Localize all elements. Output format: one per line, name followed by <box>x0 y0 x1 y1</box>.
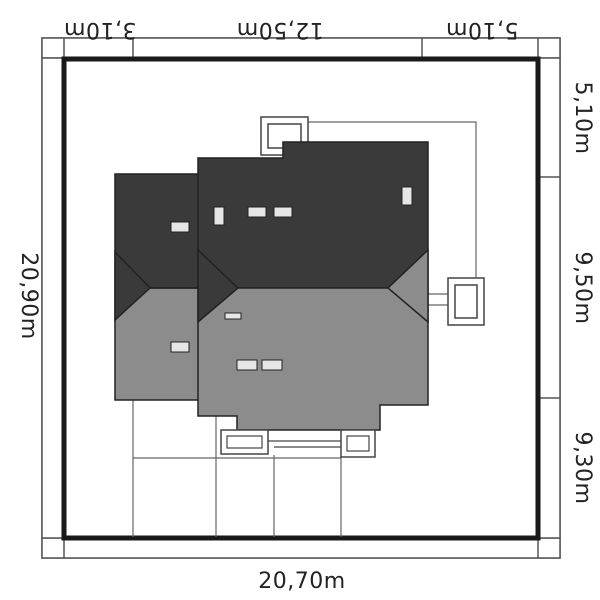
entrance-step-right-inner <box>346 435 370 452</box>
paving-grid <box>132 400 342 537</box>
right-dimension-labels: 5,10m 9,50m 9,30m <box>570 82 595 505</box>
right-dimension-band <box>537 57 561 539</box>
dim-left: 20,90m <box>16 252 41 339</box>
main-house-roof <box>197 141 429 431</box>
skylight <box>170 221 190 233</box>
dim-top-right: 5,10m <box>446 17 519 42</box>
left-wing-roof <box>114 173 206 401</box>
utility-connection-line <box>308 121 477 280</box>
skylight <box>224 312 242 320</box>
left-dimension-band <box>41 57 65 539</box>
skylight <box>213 206 225 226</box>
skylight <box>236 359 258 371</box>
skylight <box>247 206 267 218</box>
skylight <box>261 359 283 371</box>
skylights <box>170 186 413 371</box>
skylight <box>170 341 190 353</box>
bottom-dimension-band <box>41 537 561 559</box>
dim-top-middle: 12,50m <box>236 17 323 42</box>
entrance-step-left-inner <box>226 435 263 449</box>
dim-top-left: 3,10m <box>64 17 137 42</box>
dim-bottom: 20,70m <box>258 569 345 594</box>
utility-box-inner <box>454 284 478 319</box>
dim-right-middle: 9,50m <box>570 252 595 325</box>
skylight <box>401 186 413 206</box>
skylight <box>273 206 293 218</box>
top-dimension-labels: 3,10m 12,50m 5,10m <box>64 17 519 42</box>
dim-right-top: 5,10m <box>570 82 595 155</box>
dim-right-bottom: 9,30m <box>570 432 595 505</box>
